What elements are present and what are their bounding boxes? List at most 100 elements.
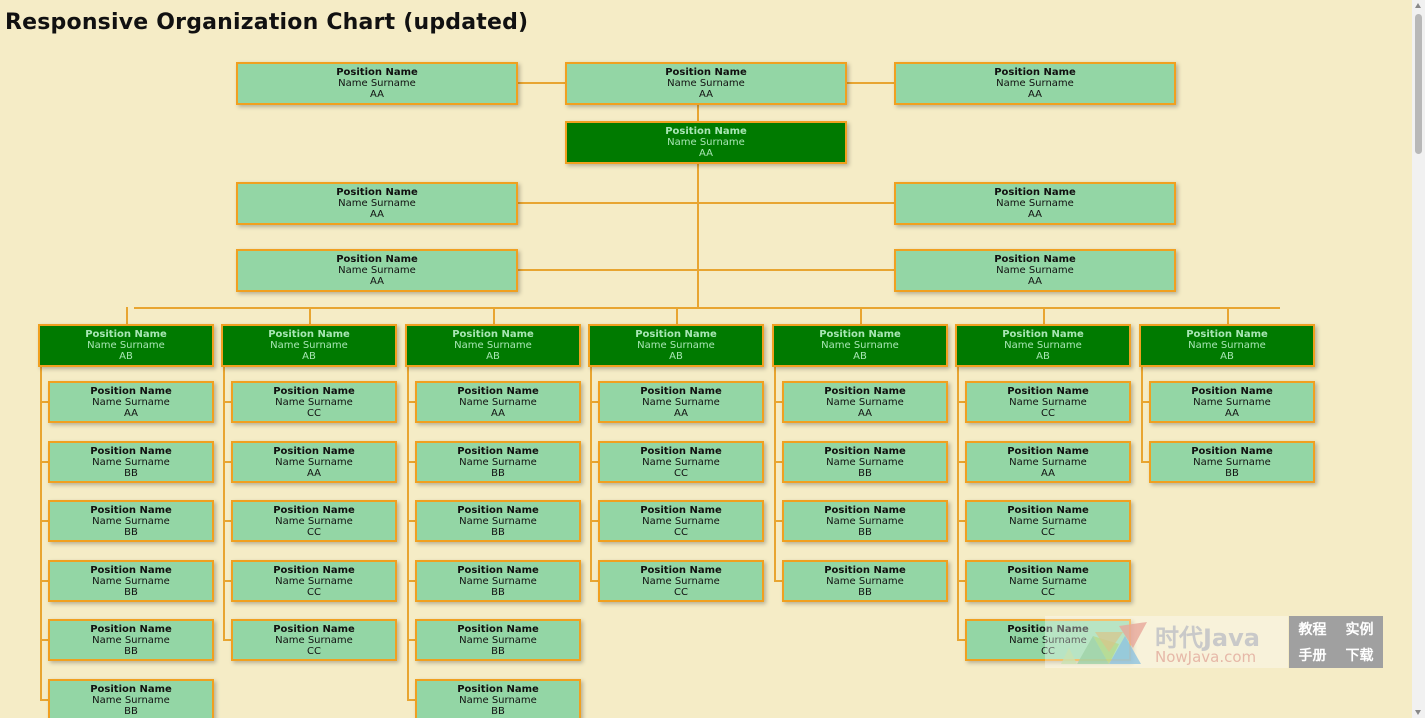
node-name: Name Surname <box>642 575 720 587</box>
member-rail-4 <box>774 367 776 582</box>
member-tick-1-2 <box>223 520 231 522</box>
node-code: AB <box>853 351 867 362</box>
node-position: Position Name <box>457 504 539 516</box>
member-tick-5-3 <box>957 579 965 582</box>
node-name: Name Surname <box>826 575 904 587</box>
member-tick-4-1 <box>774 460 782 463</box>
member-tick-2-5 <box>407 698 415 701</box>
node-position: Position Name <box>90 623 172 635</box>
node-position: Position Name <box>640 564 722 576</box>
member-tick-0-0 <box>40 401 48 403</box>
node-code: BB <box>491 526 505 538</box>
node-position: Position Name <box>824 564 906 576</box>
member-tick-0-4 <box>40 639 48 641</box>
node-name: Name Surname <box>826 396 904 408</box>
member-tick-0-1 <box>40 460 48 463</box>
member-tick-3-1 <box>590 460 598 463</box>
node-name: Name Surname <box>996 198 1074 209</box>
node-name: Name Surname <box>459 515 537 527</box>
member-tick-1-4 <box>223 639 231 641</box>
watermark-link-download[interactable]: 下载 <box>1345 648 1374 664</box>
node-position: Position Name <box>824 504 906 516</box>
node-name: Name Surname <box>667 78 745 89</box>
node-position: Position Name <box>457 623 539 635</box>
scroll-up-arrow-icon[interactable] <box>1415 3 1421 8</box>
node-code: BB <box>491 586 505 598</box>
top-right-connector <box>847 82 894 84</box>
node-name: Name Surname <box>642 396 720 408</box>
node-code: CC <box>307 586 321 598</box>
watermark-link-tutorial[interactable]: 教程 <box>1298 622 1327 638</box>
node-position: Position Name <box>1002 329 1084 340</box>
member-tick-0-2 <box>40 520 48 522</box>
member-tick-5-1 <box>957 460 965 463</box>
node-name: Name Surname <box>1009 456 1087 468</box>
scroll-down-arrow-icon[interactable] <box>1415 710 1421 715</box>
watermark-brand-en: NowJava.com <box>1155 648 1257 666</box>
node-name: Name Surname <box>338 78 416 89</box>
member-rail-6 <box>1141 367 1143 463</box>
top-left-connector <box>518 82 565 84</box>
member-tick-4-3 <box>774 579 782 582</box>
scroll-thumb[interactable] <box>1415 14 1422 154</box>
node-position: Position Name <box>1007 445 1089 457</box>
node-position: Position Name <box>457 564 539 576</box>
node-name: Name Surname <box>459 694 537 706</box>
vertical-scrollbar[interactable] <box>1412 0 1425 718</box>
watermark-link-examples[interactable]: 实例 <box>1345 622 1374 638</box>
watermark-link-manual[interactable]: 手册 <box>1298 648 1327 664</box>
node-name: Name Surname <box>92 515 170 527</box>
node-code: AB <box>669 351 683 362</box>
node-name: Name Surname <box>459 575 537 587</box>
node-name: Name Surname <box>454 340 532 351</box>
member-tick-2-3 <box>407 579 415 582</box>
node-name: Name Surname <box>338 198 416 209</box>
